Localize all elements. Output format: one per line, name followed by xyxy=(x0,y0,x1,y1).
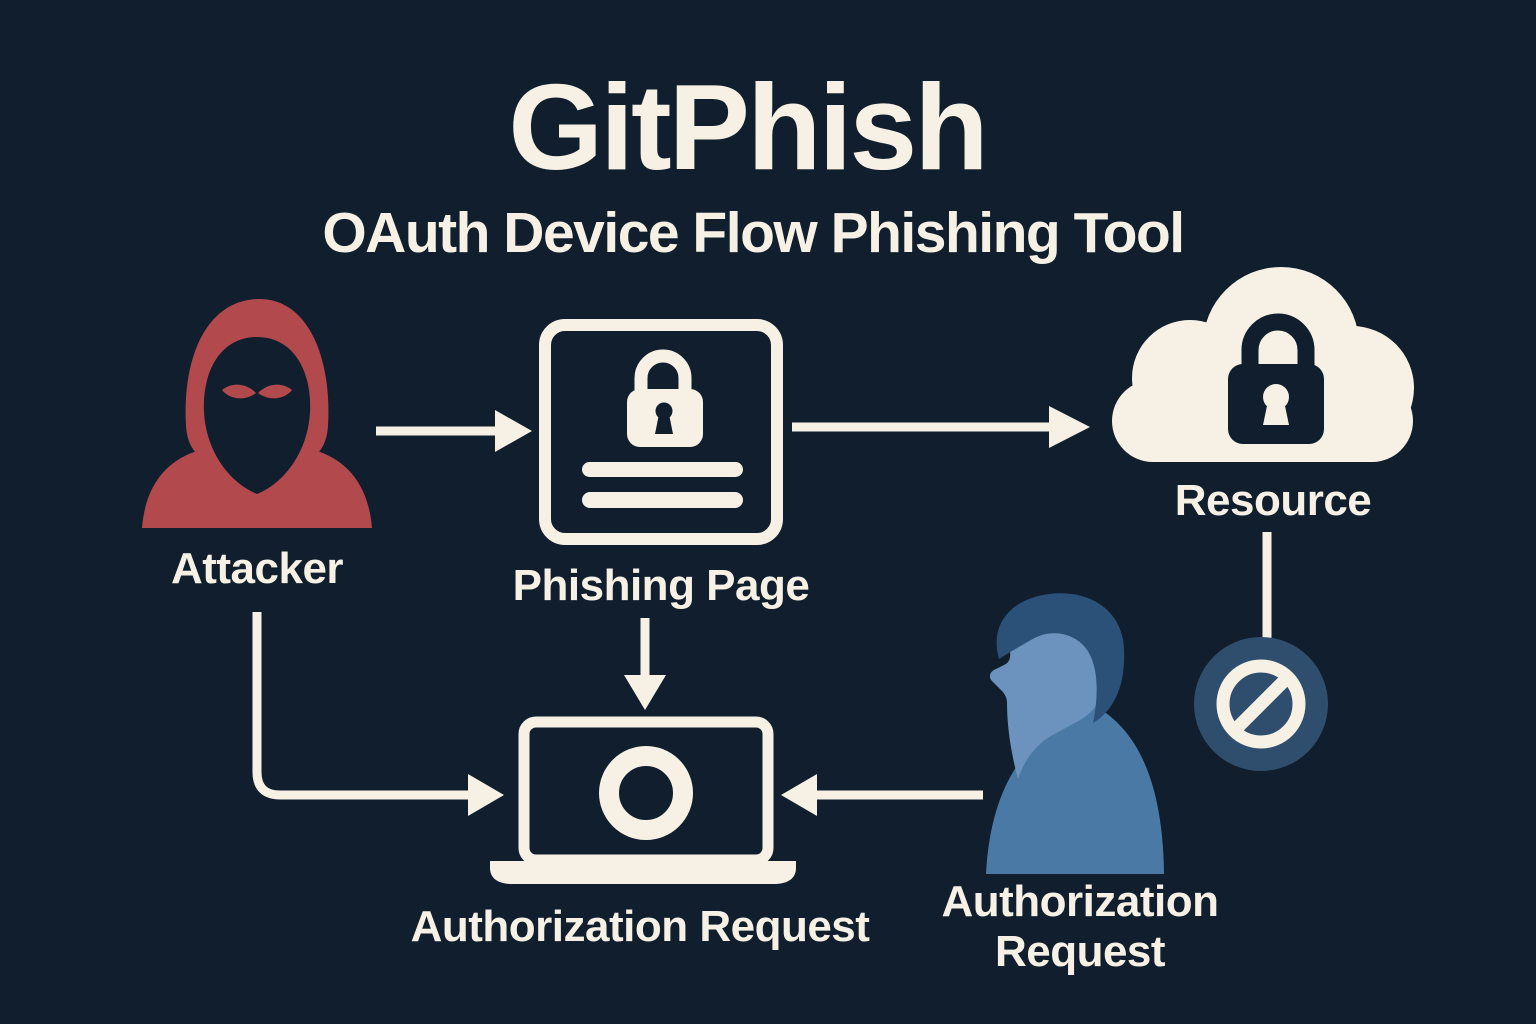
authorization-request-user-label: Authorization Request xyxy=(941,877,1219,977)
cloud-inner-lock xyxy=(1228,313,1324,444)
arrow-attacker-to-phishing-page xyxy=(376,410,532,452)
laptop-screen-ring xyxy=(599,746,693,840)
arrow-phishing-page-to-resource xyxy=(792,406,1090,448)
hooded-attacker-icon xyxy=(142,298,372,528)
attacker-eye-right xyxy=(258,384,292,399)
arrow-phishing-page-to-laptop xyxy=(624,618,666,710)
no-entry-icon xyxy=(1194,637,1328,771)
lock-page-icon xyxy=(627,349,703,447)
page-title: GitPhish xyxy=(508,59,989,195)
laptop-icon xyxy=(490,716,796,884)
arrow-user-to-laptop xyxy=(781,774,983,816)
attacker-label: Attacker xyxy=(170,544,344,593)
attacker-face xyxy=(203,337,311,494)
authorization-request-device-label: Authorization Request xyxy=(410,902,870,951)
phishing-page-box xyxy=(539,319,783,545)
arrow-attacker-to-laptop xyxy=(252,612,504,816)
laptop-base xyxy=(490,861,796,884)
authorization-request-user-label-line1: Authorization xyxy=(941,877,1219,926)
attacker-eye-left xyxy=(222,384,256,399)
phishing-page-label: Phishing Page xyxy=(512,561,810,610)
page-text-line-2 xyxy=(582,492,743,508)
page-text-line-1 xyxy=(582,462,743,477)
authorization-request-user-label-line2: Request xyxy=(994,927,1166,976)
resource-label: Resource xyxy=(1174,476,1372,525)
page-subtitle: OAuth Device Flow Phishing Tool xyxy=(322,201,1185,265)
cloud-lock-icon xyxy=(1112,267,1414,462)
person-profile-icon xyxy=(986,593,1164,874)
